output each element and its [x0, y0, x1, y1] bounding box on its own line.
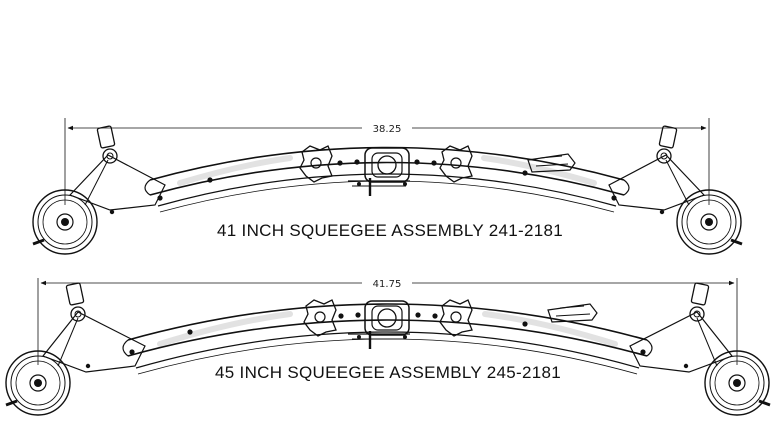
assembly-45-inch: 41.75 45 INCH SQUEEGEE ASSEMBLY 245-2181	[6, 278, 770, 415]
dimension-value-38-25: 38.25	[373, 124, 402, 135]
squeegee-45-drawing	[6, 283, 770, 415]
assembly-title-241-2181: 41 INCH SQUEEGEE ASSEMBLY 241-2181	[217, 221, 563, 240]
dimension-value-41-75: 41.75	[373, 279, 402, 290]
assembly-41-inch: 38.25 41 INCH SQUEEGEE ASSEMBLY 241-2181	[33, 118, 742, 254]
assembly-title-245-2181: 45 INCH SQUEEGEE ASSEMBLY 245-2181	[215, 363, 561, 382]
